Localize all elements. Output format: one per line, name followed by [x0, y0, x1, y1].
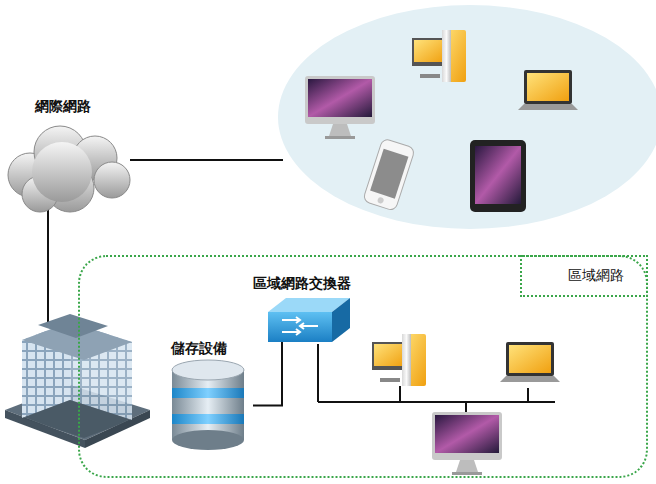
lan-region: 區域網路 區域網路交換器儲存設備	[78, 255, 648, 478]
lan-switch: 區域網路交換器	[245, 275, 370, 345]
storage-device: 儲存設備	[165, 340, 253, 455]
node-label: 區域網路交換器	[253, 275, 351, 293]
region-label: 區域網路	[520, 255, 648, 297]
node-label: 儲存設備	[171, 340, 227, 358]
network-cable	[253, 342, 282, 406]
internet-cloud: 網際網路	[5, 98, 145, 216]
node-label: 網際網路	[35, 98, 91, 116]
